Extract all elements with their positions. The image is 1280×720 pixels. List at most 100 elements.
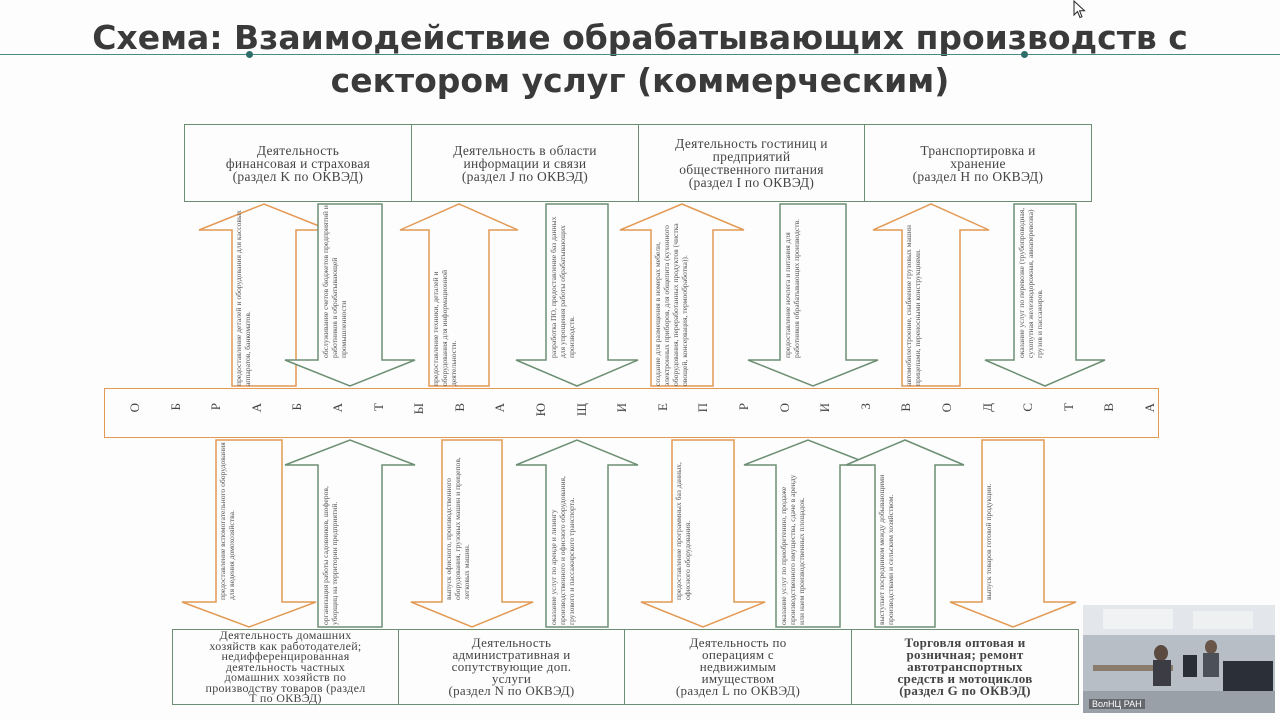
top-box-line: предприятий	[712, 149, 791, 164]
top-box-line: (раздел H по ОКВЭД)	[912, 168, 1044, 184]
arrow-text: организация работы садовников, шоферов, …	[321, 486, 339, 625]
bottom-box-line: средств и мотоциклов	[897, 671, 1033, 686]
arrow-up-orange	[619, 203, 745, 387]
band-letter: И	[817, 403, 833, 413]
top-box-line: общественного питания	[679, 162, 824, 177]
band-letter: В	[1101, 403, 1117, 412]
bottom-box-line: хозяйств как работодателей;	[209, 638, 362, 653]
top-box-line: (раздел K по ОКВЭД)	[232, 168, 364, 184]
title-rule	[0, 54, 1280, 55]
band-letter: Б	[167, 403, 183, 411]
slide-title-line-1: Схема: Взаимодействие обрабатывающих про…	[92, 18, 1188, 57]
arrow-text: обслуживание счетов бюджетов предприятий…	[321, 205, 348, 358]
arrow-text: выпуск офисного, производственного обору…	[444, 457, 471, 600]
top-box-line: (раздел J по ОКВЭД)	[461, 168, 589, 184]
arrow-up-green	[284, 439, 416, 628]
bottom-box-line: автотранспортных	[907, 659, 1023, 674]
band-letter: О	[127, 403, 142, 413]
band-letter: А	[492, 403, 508, 413]
mouse-cursor-icon	[1073, 0, 1086, 19]
band-letter: С	[1020, 403, 1036, 412]
arrow-text: оказание услуг по аренде и лизингу произ…	[549, 476, 576, 625]
band-letter: Б	[289, 403, 305, 411]
band-letter: Д	[979, 403, 995, 412]
bottom-box-line: недвижимым	[699, 659, 777, 674]
bottom-box-line: розничная; ремонт	[906, 647, 1024, 662]
arrow-text: предоставление техники, деталей и оборуд…	[431, 269, 458, 386]
band-letter: Т	[1060, 403, 1076, 411]
arrow-text: оказание услуг по приобретению, продаже …	[779, 474, 806, 625]
band-letter: Ы	[411, 403, 427, 415]
arrow-up-green	[515, 439, 639, 628]
band-letter: О	[776, 403, 792, 413]
arrow-text: предоставление деталей и оборудования дл…	[234, 210, 252, 386]
arrow-text: выпуск товаров готовой продукции.	[984, 483, 993, 600]
arrow-text: предоставление программных баз данных, о…	[674, 462, 692, 600]
slide-title-line-2: сектором услуг (коммерческим)	[330, 61, 950, 100]
arrow-up-green	[845, 439, 965, 628]
slide-title: Схема: Взаимодействие обрабатывающих про…	[0, 16, 1280, 102]
webcam-label: ВолНЦ РАН	[1089, 699, 1145, 709]
band-letter: З	[857, 403, 873, 410]
bottom-box-line: (раздел N по ОКВЭД)	[448, 683, 575, 698]
top-box-line: (раздел I по ОКВЭД)	[688, 175, 815, 190]
arrow-up-orange	[399, 203, 519, 387]
band-letter: Щ	[573, 403, 589, 417]
arrow-down-green	[747, 203, 879, 387]
arrow-down-orange	[949, 439, 1077, 628]
band-letter: Е	[654, 403, 670, 411]
rule-dot-right	[1021, 51, 1028, 58]
arrow-down-green	[515, 203, 639, 387]
arrow-down-orange	[410, 439, 534, 628]
band-letter: О	[939, 403, 954, 413]
top-box-line: Деятельность гостиниц и	[675, 136, 828, 151]
webcam-scene-image	[1083, 605, 1275, 713]
arrow-down-green	[984, 203, 1106, 387]
arrow-up-orange	[872, 203, 990, 387]
bottom-box-line: производству товаров (раздел	[205, 680, 366, 695]
bottom-box-line: административная и	[452, 647, 571, 662]
top-box-line: информации и связи	[463, 155, 587, 171]
arrow-down-orange	[181, 439, 317, 628]
bottom-box-line: T по ОКВЭД)	[249, 691, 322, 706]
top-box-line: Деятельность в области	[453, 142, 597, 158]
bottom-box-line: домашних хозяйств по	[224, 670, 347, 685]
arrow-text: предоставление ночлега и питания для раб…	[783, 218, 801, 358]
bottom-box-line: Деятельность домашних	[219, 628, 352, 643]
arrow-text: автомобилестроение, снабжение грузовых м…	[904, 225, 922, 386]
band-letter: В	[451, 403, 467, 412]
rule-dot-left	[246, 51, 253, 58]
arrow-down-green	[284, 203, 416, 387]
band-letter: Р	[736, 403, 751, 411]
band-letter: Ю	[533, 403, 548, 417]
band-letter: А	[330, 403, 345, 413]
band-letter: Т	[370, 403, 386, 411]
bottom-box-line: операциям с	[702, 647, 774, 662]
bottom-box-line: услуги	[491, 671, 532, 686]
bottom-box-line: (раздел L по ОКВЭД)	[675, 683, 801, 698]
arrow-text: предоставление вспомогательного оборудов…	[218, 442, 236, 600]
top-box-line: финансовая и страховая	[225, 155, 371, 171]
bottom-box-line: деятельность частных	[225, 659, 346, 674]
arrow-text: разработка ПО, предоставление баз данных…	[549, 216, 576, 358]
bottom-box-line: имуществом	[701, 671, 775, 686]
arrow-text: создание для размещения в номерах мебели…	[653, 223, 689, 386]
bottom-box-line: Торговля оптовая и	[904, 635, 1026, 650]
bottom-box-line: недифференцированная	[221, 649, 350, 664]
band-letter: А	[248, 403, 264, 413]
bottom-box-line: (раздел G по ОКВЭД)	[899, 683, 1031, 698]
top-box-line: Деятельность	[256, 142, 340, 158]
arrow-down-orange	[640, 439, 766, 628]
top-box-line: Транспортировка и	[920, 142, 1036, 158]
band-letter: П	[695, 403, 711, 413]
webcam-video[interactable]: ВолНЦ РАН	[1083, 605, 1275, 713]
